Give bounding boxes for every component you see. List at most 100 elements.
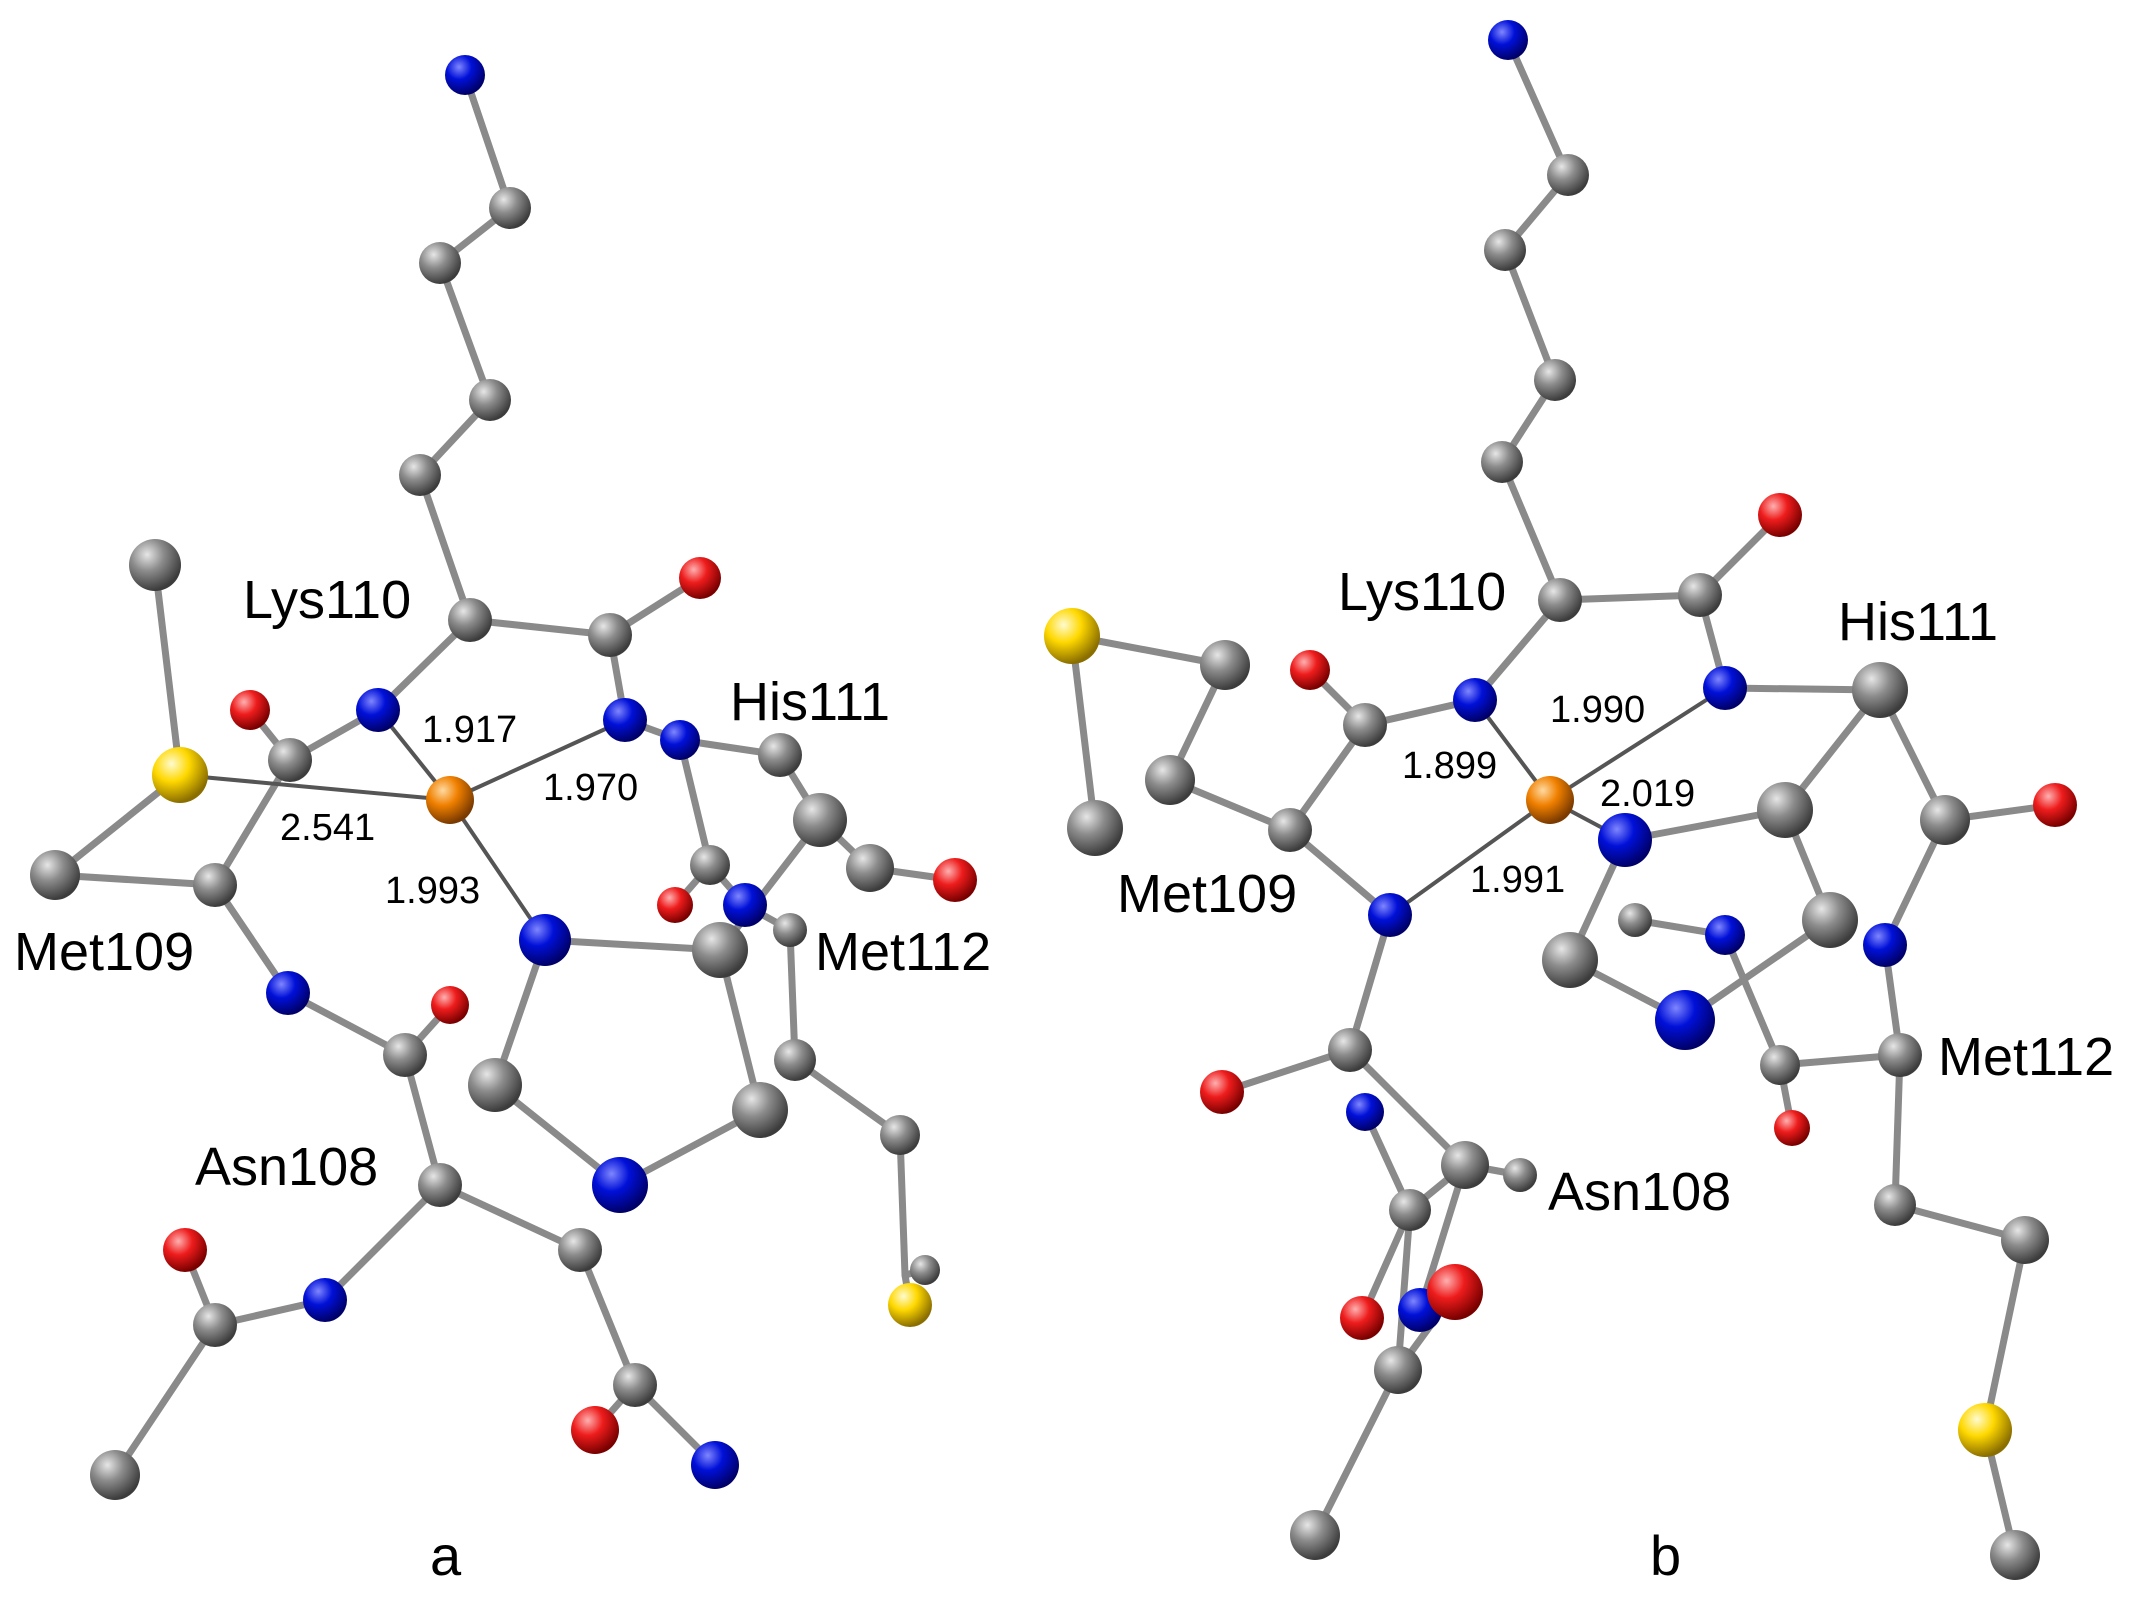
nitrogen-atom bbox=[1453, 678, 1497, 722]
carbon-atom bbox=[773, 913, 807, 947]
carbon-atom bbox=[1547, 154, 1589, 196]
carbon-atom bbox=[910, 1255, 940, 1285]
carbon-atom bbox=[774, 1039, 816, 1081]
nitrogen-atom bbox=[1368, 893, 1412, 937]
carbon-atom bbox=[1389, 1189, 1431, 1231]
carbon-atom bbox=[1503, 1158, 1537, 1192]
carbon-atom bbox=[758, 733, 802, 777]
panel-a-distance-labels: 1.917 1.970 2.541 1.993 bbox=[280, 709, 638, 912]
oxygen-atom bbox=[1758, 493, 1802, 537]
sulfur-atom bbox=[1044, 608, 1100, 664]
residue-label: Met109 bbox=[14, 922, 194, 982]
carbon-atom bbox=[399, 454, 441, 496]
panel-a: Lys110 His111 Met109 Met112 Asn108 1.917… bbox=[14, 55, 991, 1587]
carbon-atom bbox=[193, 1303, 237, 1347]
carbon-atom bbox=[1374, 1346, 1422, 1394]
residue-label: Met109 bbox=[1117, 864, 1297, 924]
carbon-atom bbox=[1852, 662, 1908, 718]
nitrogen-atom bbox=[1655, 990, 1715, 1050]
nitrogen-atom bbox=[1488, 20, 1528, 60]
carbon-atom bbox=[613, 1363, 657, 1407]
carbon-atom bbox=[448, 598, 492, 642]
carbon-atom bbox=[692, 922, 748, 978]
carbon-atom bbox=[690, 845, 730, 885]
sulfur-atom bbox=[152, 747, 208, 803]
panel-b-residue-labels: Lys110 His111 Met109 Met112 Asn108 bbox=[1117, 562, 2114, 1222]
carbon-atom bbox=[193, 863, 237, 907]
carbon-atom bbox=[1990, 1530, 2040, 1580]
nitrogen-atom bbox=[1346, 1093, 1384, 1131]
nitrogen-atom bbox=[1703, 666, 1747, 710]
carbon-atom bbox=[1678, 573, 1722, 617]
nitrogen-atom bbox=[519, 914, 571, 966]
carbon-atom bbox=[588, 613, 632, 657]
carbon-atom bbox=[1200, 640, 1250, 690]
copper-atom bbox=[1526, 776, 1574, 824]
residue-label: Lys110 bbox=[1338, 562, 1506, 622]
sulfur-atom bbox=[1958, 1403, 2012, 1457]
carbon-atom bbox=[489, 187, 531, 229]
panel-label: a bbox=[430, 1524, 462, 1587]
distance-label: 2.019 bbox=[1600, 773, 1695, 815]
carbon-atom bbox=[1874, 1184, 1916, 1226]
nitrogen-atom bbox=[303, 1278, 347, 1322]
residue-label: Asn108 bbox=[1548, 1162, 1731, 1222]
nitrogen-atom bbox=[1863, 923, 1907, 967]
carbon-atom bbox=[383, 1033, 427, 1077]
oxygen-atom bbox=[230, 690, 270, 730]
carbon-atom bbox=[793, 793, 847, 847]
distance-label: 1.917 bbox=[422, 709, 517, 751]
panel-b-atoms bbox=[1044, 20, 2077, 1580]
distance-label: 1.990 bbox=[1550, 689, 1645, 731]
panel-label: b bbox=[1650, 1524, 1681, 1587]
residue-label: Lys110 bbox=[243, 570, 411, 630]
copper-atom bbox=[426, 776, 474, 824]
nitrogen-atom bbox=[660, 720, 700, 760]
carbon-atom bbox=[129, 539, 181, 591]
carbon-atom bbox=[419, 242, 461, 284]
carbon-atom bbox=[1481, 441, 1523, 483]
distance-label: 1.993 bbox=[385, 870, 480, 912]
carbon-atom bbox=[90, 1450, 140, 1500]
panel-a-residue-labels: Lys110 His111 Met109 Met112 Asn108 bbox=[14, 570, 991, 1197]
carbon-atom bbox=[1878, 1033, 1922, 1077]
carbon-atom bbox=[558, 1228, 602, 1272]
carbon-atom bbox=[469, 379, 511, 421]
nitrogen-atom bbox=[1598, 813, 1652, 867]
nitrogen-atom bbox=[691, 1441, 739, 1489]
carbon-atom bbox=[1760, 1045, 1800, 1085]
residue-label: Met112 bbox=[1938, 1027, 2114, 1087]
panel-a-atoms bbox=[30, 55, 977, 1500]
carbon-atom bbox=[1757, 782, 1813, 838]
residue-label: Asn108 bbox=[195, 1137, 378, 1197]
nitrogen-atom bbox=[592, 1157, 648, 1213]
oxygen-atom bbox=[571, 1406, 619, 1454]
oxygen-atom bbox=[657, 887, 693, 923]
carbon-atom bbox=[1145, 755, 1195, 805]
distance-label: 1.899 bbox=[1402, 745, 1497, 787]
panel-b-distance-labels: 1.990 1.899 2.019 1.991 bbox=[1402, 689, 1695, 901]
nitrogen-atom bbox=[445, 55, 485, 95]
carbon-atom bbox=[732, 1082, 788, 1138]
distance-label: 1.970 bbox=[543, 767, 638, 809]
nitrogen-atom bbox=[356, 688, 400, 732]
oxygen-atom bbox=[933, 858, 977, 902]
carbon-atom bbox=[1343, 703, 1387, 747]
carbon-atom bbox=[846, 844, 894, 892]
residue-label: His111 bbox=[730, 672, 890, 732]
carbon-atom bbox=[2001, 1216, 2049, 1264]
distance-label: 1.991 bbox=[1470, 859, 1565, 901]
carbon-atom bbox=[418, 1163, 462, 1207]
carbon-atom bbox=[1067, 800, 1123, 856]
carbon-atom bbox=[1542, 932, 1598, 988]
oxygen-atom bbox=[1290, 650, 1330, 690]
nitrogen-atom bbox=[266, 971, 310, 1015]
oxygen-atom bbox=[431, 986, 469, 1024]
carbon-atom bbox=[268, 738, 312, 782]
carbon-atom bbox=[880, 1115, 920, 1155]
oxygen-atom bbox=[1200, 1070, 1244, 1114]
sulfur-atom bbox=[888, 1283, 932, 1327]
residue-label: Met112 bbox=[815, 922, 991, 982]
oxygen-atom bbox=[1340, 1296, 1384, 1340]
